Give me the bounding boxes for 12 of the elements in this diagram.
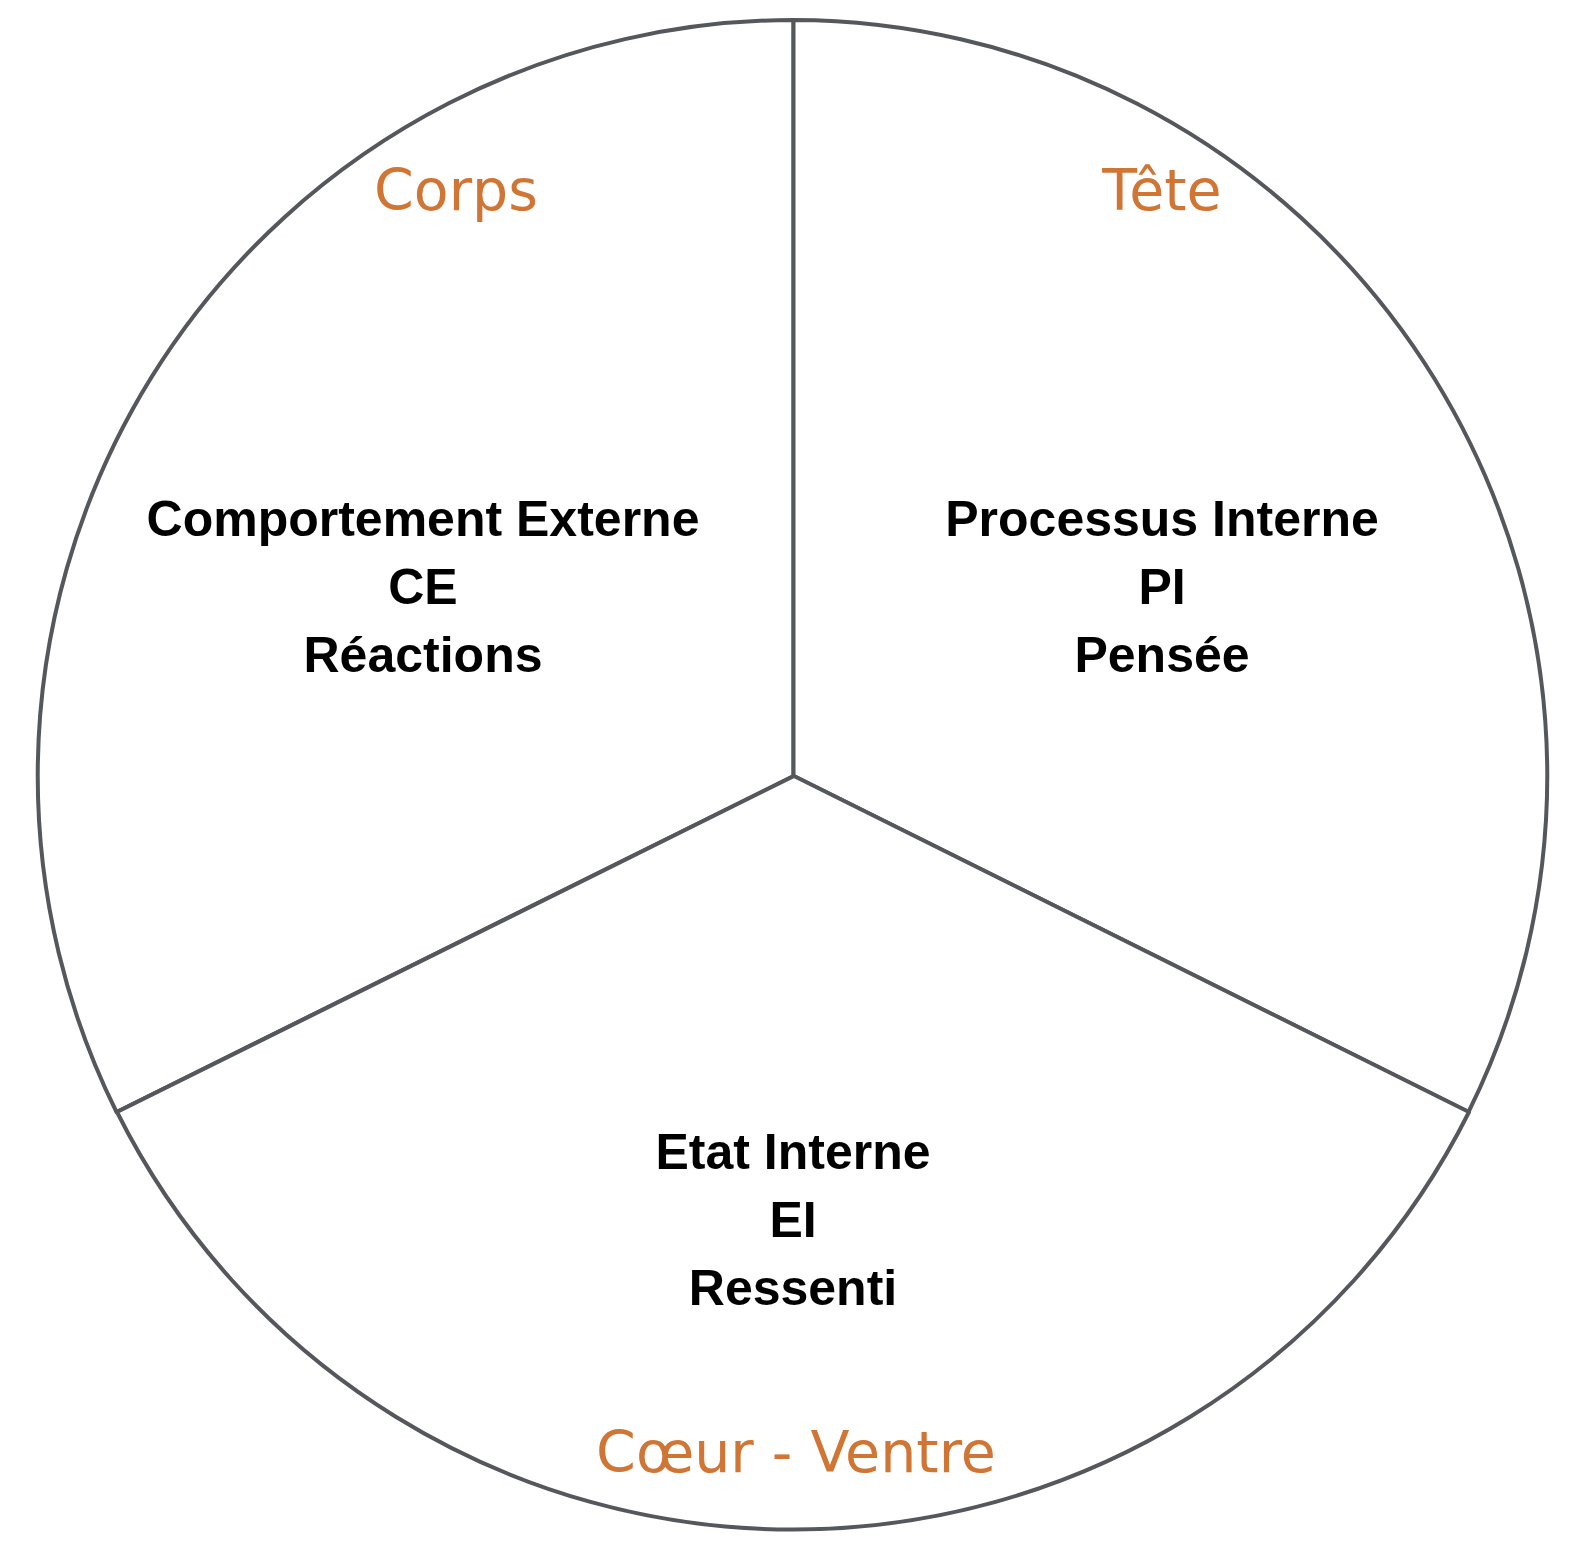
section-label: PI (1138, 562, 1186, 612)
section-label: CE (388, 562, 458, 612)
section-label: Etat Interne (655, 1127, 931, 1177)
section-label: Réactions (303, 630, 543, 680)
section-label: Pensée (1074, 630, 1250, 680)
section-label: Processus Interne (945, 494, 1379, 544)
section-label: Ressenti (688, 1263, 898, 1313)
section-heading: Cœur - Ventre (596, 1423, 996, 1481)
section-heading: Tête (1102, 161, 1222, 219)
section-label: EI (769, 1195, 817, 1245)
section-label: Comportement Externe (146, 494, 700, 544)
pie-sector (113, 772, 1472, 1535)
